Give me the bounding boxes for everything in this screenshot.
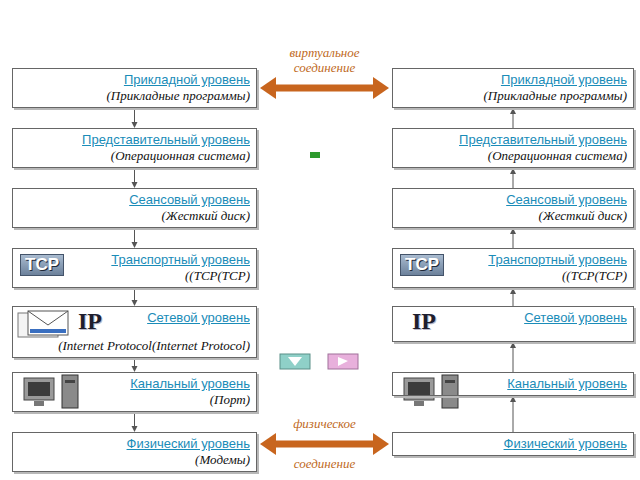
layer-arrow [132, 228, 138, 248]
layer-note: (Модемы) [19, 452, 250, 468]
arrow-head [510, 168, 516, 174]
layer-name: Прикладной уровень [19, 72, 250, 88]
button-arrow [288, 357, 302, 366]
computer-icon [402, 374, 464, 410]
arrow-head [510, 342, 516, 348]
layer-note: (Internet Protocol(Internet Protocol) [19, 338, 250, 354]
connector-line [134, 168, 135, 183]
layer-arrow [132, 168, 138, 188]
layer-arrow [510, 168, 516, 188]
layer-arrow [510, 342, 516, 372]
layer-name: Прикладной уровень [399, 72, 627, 88]
layer-name: Сеансовый уровень [399, 192, 627, 208]
envelope-icon [16, 309, 72, 341]
drive-slot [445, 380, 455, 383]
layer-name: Сеансовый уровень [19, 192, 250, 208]
connector-line [513, 233, 514, 248]
ip-badge: IP [76, 308, 104, 334]
arrow-head [260, 77, 276, 99]
connector-line [274, 441, 374, 448]
tcp-badge: TCP [400, 254, 444, 276]
monitor [24, 378, 54, 400]
decoration [270, 140, 380, 380]
connector-line [513, 113, 514, 128]
connector-line [513, 401, 514, 432]
layer-box: Канальный уровень(Порт) [12, 372, 257, 412]
layer-arrow [510, 396, 516, 432]
green-mark [310, 152, 320, 158]
connector-line [513, 293, 514, 306]
layer-note: (Порт) [19, 392, 250, 408]
layer-name: Канальный уровень [19, 376, 250, 392]
connector-line [134, 358, 135, 367]
layer-note: (Прикладные программы) [19, 88, 250, 104]
layer-name: Физический уровень [399, 436, 627, 452]
connection-label: соединение [265, 456, 385, 471]
arrow-head [260, 433, 276, 455]
ip-badge: IP [410, 308, 438, 334]
layer-note: (Операционная система) [19, 148, 250, 164]
layer-note: (Жесткий диск) [19, 208, 250, 224]
layer-note: (Прикладные программы) [399, 88, 627, 104]
layer-arrow [132, 288, 138, 306]
layer-name: Сетевой уровень [19, 310, 250, 338]
arrow-head [510, 396, 516, 402]
layer-box: Канальный уровень [392, 372, 634, 396]
tcp-badge: TCP [20, 254, 64, 276]
arrow-head [510, 288, 516, 294]
connector-line [513, 347, 514, 372]
connector-line [134, 228, 135, 243]
pink-button [328, 354, 358, 369]
monitor-stand [34, 401, 44, 406]
envelope-front [28, 311, 68, 335]
layer-box: Прикладной уровень(Прикладные программы) [392, 68, 634, 108]
layer-arrow [510, 288, 516, 306]
layer-name: Канальный уровень [399, 376, 627, 392]
layer-box: Физический уровень [392, 432, 634, 456]
layer-note: (Операционная система) [399, 148, 627, 164]
layer-note: (Жесткий диск) [399, 208, 627, 224]
connection-arrow [260, 77, 389, 99]
layer-arrow [510, 108, 516, 128]
connector-line [513, 173, 514, 188]
button-arrow [338, 357, 348, 366]
envelope-stripe [30, 329, 66, 333]
teal-button [280, 354, 310, 369]
drive-slot [65, 380, 75, 383]
layer-arrow [132, 412, 138, 432]
screen [408, 382, 430, 396]
monitor [404, 378, 434, 400]
arrow-head [373, 77, 389, 99]
screen [28, 382, 50, 396]
envelope-flap [28, 311, 68, 325]
layer-arrow [132, 358, 138, 372]
arrow-head [510, 108, 516, 114]
layer-name: Физический уровень [19, 436, 250, 452]
layer-box: Физический уровень(Модемы) [12, 432, 257, 472]
layer-box: Сетевой уровень(Internet Protocol(Intern… [12, 306, 257, 358]
layer-box: Представительный уровень(Операционная си… [12, 128, 257, 168]
edge-label: физическое [265, 416, 385, 431]
edge-label: виртуальное соединение [265, 45, 385, 75]
connection-arrow [260, 433, 389, 455]
arrow-head [510, 228, 516, 234]
layer-box: Представительный уровень(Операционная си… [392, 128, 634, 168]
connector-line [134, 108, 135, 123]
layer-box: Сеансовый уровень(Жесткий диск) [12, 188, 257, 228]
layer-box: Прикладной уровень(Прикладные программы) [12, 68, 257, 108]
computer-icon [22, 374, 84, 410]
layer-name: Представительный уровень [19, 132, 250, 148]
layer-arrow [510, 228, 516, 248]
layer-arrow [132, 108, 138, 128]
layer-box: Сеансовый уровень(Жесткий диск) [392, 188, 634, 228]
connector-line [274, 85, 374, 92]
tower [442, 375, 458, 408]
tower [62, 375, 78, 408]
connector-line [134, 412, 135, 427]
layer-name: Представительный уровень [399, 132, 627, 148]
connector-line [134, 288, 135, 301]
arrow-head [373, 433, 389, 455]
monitor-stand [414, 401, 424, 406]
